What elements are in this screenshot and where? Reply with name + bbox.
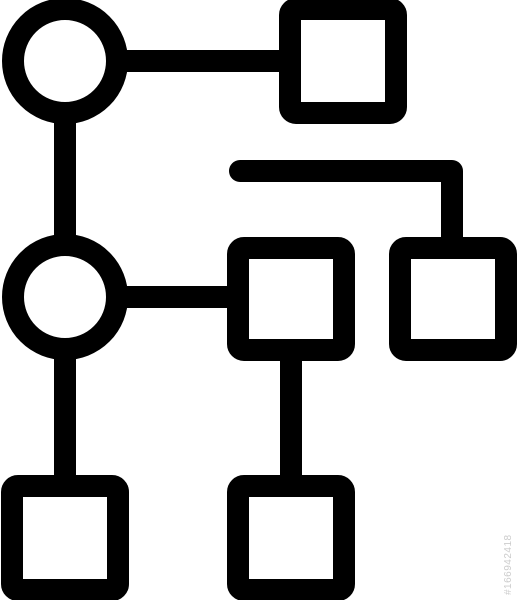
stock-id-watermark: #166942418 — [503, 534, 514, 595]
square-node-bottom-left — [1, 475, 129, 600]
circle-node-middle — [2, 234, 128, 360]
square-node-bottom-center — [227, 475, 355, 600]
branch-line — [229, 160, 463, 259]
square-node-top-right — [279, 0, 407, 124]
square-node-middle-center — [227, 237, 355, 361]
circle-node-top — [2, 0, 128, 124]
square-node-middle-right — [389, 237, 517, 361]
